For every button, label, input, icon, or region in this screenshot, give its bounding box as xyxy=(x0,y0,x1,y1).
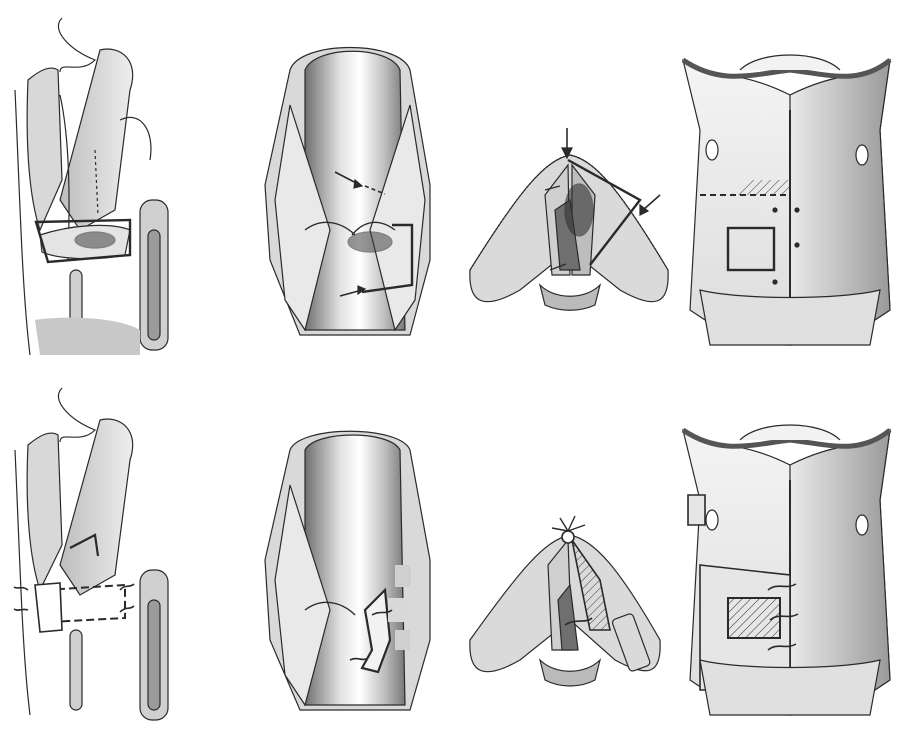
panel-coronal-preop xyxy=(265,48,430,336)
panel-sagittal-preop xyxy=(15,18,168,355)
panel-sagittal-reconstruction xyxy=(14,388,168,720)
panel-axial-preop xyxy=(470,128,668,310)
panel-coronal-reconstruction xyxy=(265,431,430,710)
panel-anterior-preop xyxy=(683,55,890,345)
panel-anterior-reconstruction xyxy=(683,425,890,715)
panel-axial-reconstruction xyxy=(470,516,660,686)
